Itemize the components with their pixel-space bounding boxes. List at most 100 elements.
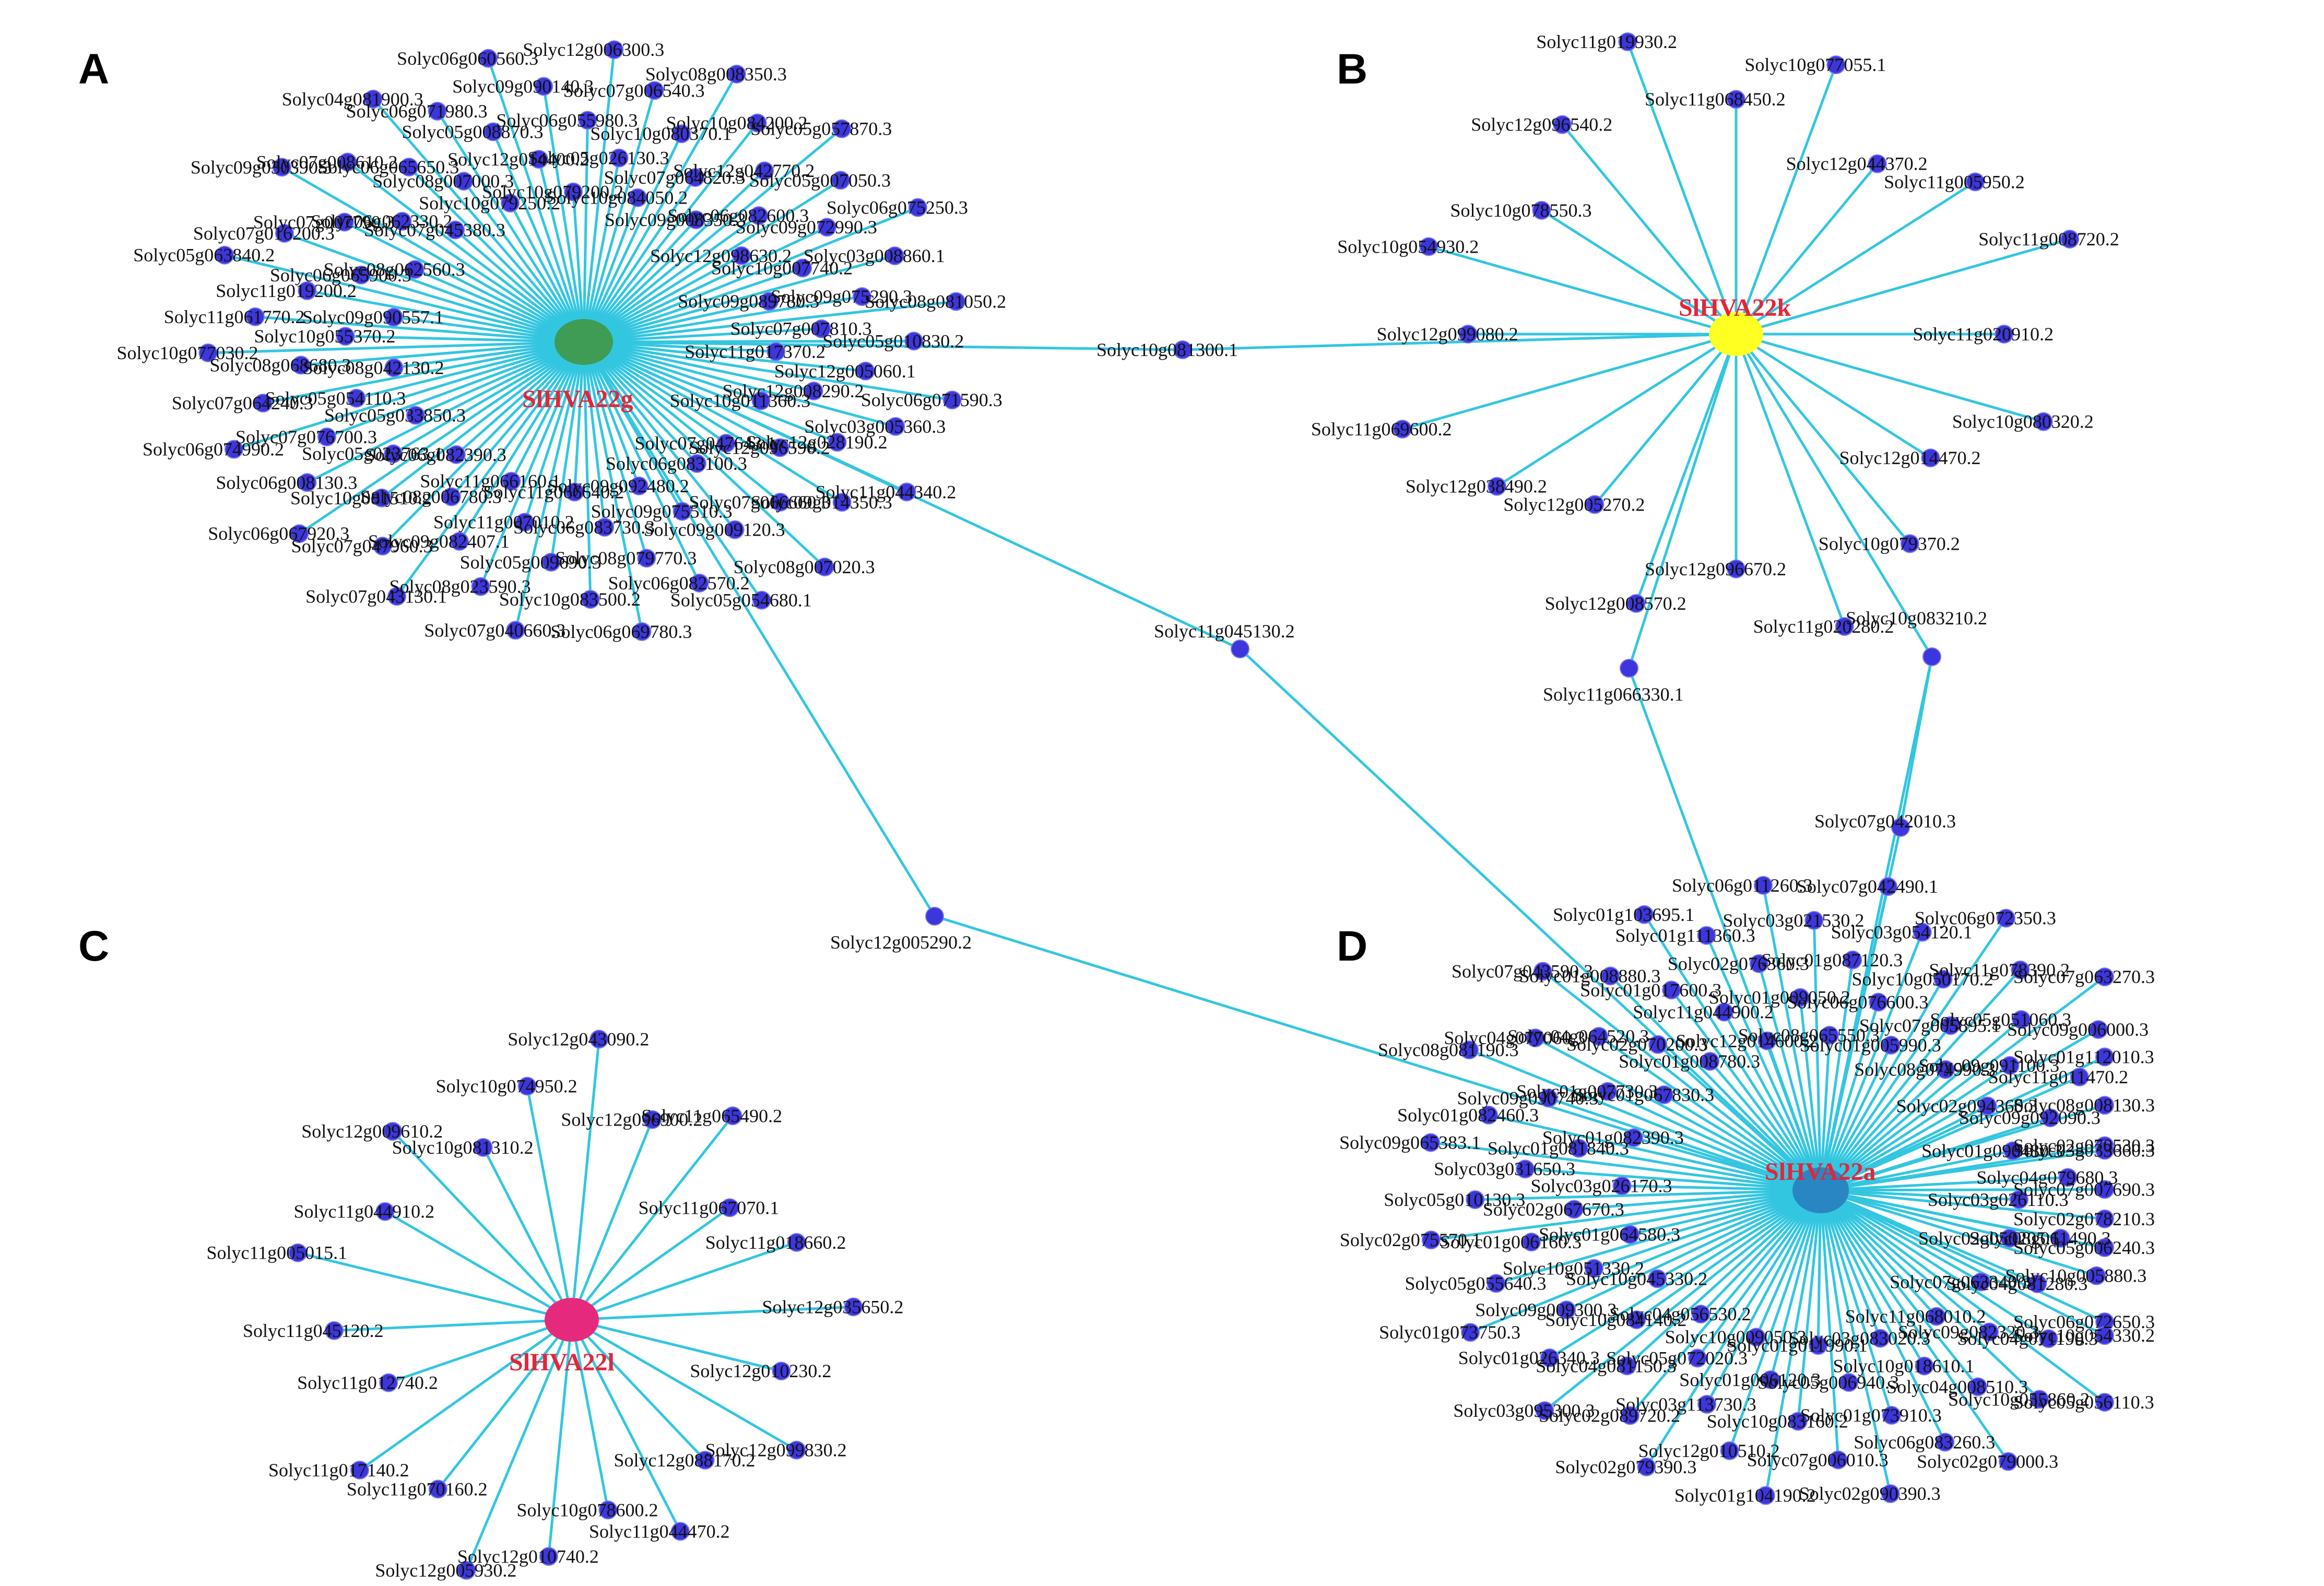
gene-label-solyc11g005950-2: Solyc11g005950.2 — [1884, 171, 2025, 192]
gene-node-solyc02g070200-3 — [1648, 1035, 1668, 1054]
gene-label-solyc02g070200-3: Solyc02g070200.3 — [1566, 1034, 1708, 1055]
connector-node-solyc12g005290-2 — [925, 907, 944, 926]
gene-node-solyc12g035650-2 — [844, 1297, 863, 1317]
gene-label-solyc03g026170-3: Solyc03g026170.3 — [1531, 1176, 1672, 1197]
connector-label-solyc11g045130-2: Solyc11g045130.2 — [1154, 621, 1295, 642]
edge-g-solyc05g054680-1 — [582, 341, 763, 601]
gene-node-solyc08g081190-3 — [1459, 1040, 1479, 1060]
gene-node-solyc10g083160-2 — [1788, 1412, 1808, 1431]
edge-l-solyc12g099830-2 — [571, 1318, 797, 1451]
edge-g-solyc06g060560-3 — [487, 58, 585, 342]
gene-label-solyc06g011260-3: Solyc06g011260.3 — [1672, 875, 1813, 896]
gene-label-solyc06g072350-3: Solyc06g072350.3 — [1915, 908, 2056, 929]
gene-label-solyc03g026110-3: Solyc03g026110.3 — [1928, 1189, 2069, 1210]
edge-g-solyc05g026130-3 — [582, 158, 621, 342]
gene-label-solyc05g006940-3: Solyc05g006940.3 — [1757, 1372, 1899, 1393]
gene-label-solyc10g011360-3: Solyc10g011360.3 — [670, 390, 811, 411]
gene-node-solyc05g063840-2 — [215, 245, 234, 265]
edge-g-solyc06g069780-3 — [582, 341, 643, 632]
gene-label-solyc03g021530-2: Solyc03g021530.2 — [1723, 910, 1864, 931]
gene-label-solyc02g076360-3: Solyc02g076360.3 — [1668, 953, 1809, 974]
gene-label-solyc08g081190-3: Solyc08g081190.3 — [1378, 1039, 1519, 1060]
edge-a-solyc03g054120-1 — [1819, 931, 1924, 1191]
edge-a-solyc01g011990-1 — [1816, 1190, 1822, 1346]
gene-label-solyc01g006160-3: Solyc01g006160.3 — [1440, 1232, 1582, 1252]
gene-label-solyc03g113730-3: Solyc03g113730.3 — [1615, 1394, 1756, 1415]
gene-node-solyc08g008130-3 — [2095, 1096, 2114, 1115]
edge-g-solyc12g008290-2 — [583, 340, 815, 393]
gene-node-solyc10g050170-2 — [1933, 969, 1953, 989]
gene-node-solyc12g014400-2 — [529, 150, 549, 169]
gene-node-solyc07g066660-3 — [771, 492, 790, 512]
network-nodes — [198, 32, 2114, 1580]
edge-a-solyc03g026170-3 — [1622, 1185, 1821, 1192]
gene-label-solyc02g078210-3: Solyc02g078210.3 — [2013, 1209, 2155, 1229]
gene-node-solyc08g081050-2 — [947, 292, 966, 311]
gene-node-solyc12g096540-2 — [1553, 115, 1572, 134]
gene-label-solyc11g044470-2: Solyc11g044470.2 — [589, 1521, 730, 1542]
edge-l-solyc10g081310-2 — [482, 1146, 573, 1321]
gene-label-solyc11g044910-2: Solyc11g044910.2 — [294, 1201, 435, 1222]
gene-node-solyc08g006780-3 — [442, 487, 461, 506]
gene-node-solyc09g075290-3 — [852, 287, 871, 306]
gene-label-solyc08g006780-3: Solyc08g006780.3 — [360, 486, 502, 507]
edge-a-solyc03g033660-3 — [1820, 1149, 2105, 1192]
edge-a-solyc09g082320-3 — [1820, 1189, 1990, 1333]
gene-label-solyc06g082600-3: Solyc06g082600.3 — [667, 205, 809, 226]
gene-label-solyc02g090390-3: Solyc02g090390.3 — [1799, 1483, 1941, 1504]
gene-label-solyc02g070530-3: Solyc02g070530.3 — [2013, 1135, 2155, 1156]
gene-label-solyc08g061490-3: Solyc08g061490.3 — [1969, 1228, 2111, 1249]
connector-node-solyc10g081300-1 — [1173, 340, 1192, 359]
edge-a-solyc10g045330-2 — [1656, 1189, 1822, 1280]
gene-label-solyc08g074990-3: Solyc08g074990.3 — [1854, 1059, 1996, 1080]
gene-label-solyc07g047960-3: Solyc07g047960.3 — [291, 536, 433, 557]
gene-node-solyc10g007740-2 — [793, 258, 812, 278]
gene-label-solyc10g054930-2: Solyc10g054930.2 — [1337, 236, 1479, 257]
gene-label-solyc05g010830-2: Solyc05g010830.2 — [822, 330, 964, 351]
gene-label-solyc07g045380-3: Solyc07g045380.3 — [364, 219, 505, 240]
gene-node-solyc10g045330-2 — [1648, 1269, 1667, 1288]
network-labels: Solyc06g083100.3Solyc09g009120.3Solyc05g… — [116, 31, 2155, 1581]
gene-label-solyc06g083730-3: Solyc06g083730.3 — [513, 517, 655, 538]
gene-node-solyc10g084200-2 — [748, 113, 767, 133]
edge-g-solyc07g066660-3 — [583, 341, 782, 503]
edge-a-solyc05g055640-3 — [1495, 1189, 1821, 1285]
gene-label-solyc09g009120-3: Solyc09g009120.3 — [644, 519, 785, 540]
gene-node-solyc10g055370-2 — [336, 327, 355, 346]
gene-label-solyc05g056110-3: Solyc05g056110.3 — [2013, 1392, 2154, 1413]
gene-label-solyc08g079770-3: Solyc08g079770.3 — [555, 548, 697, 569]
edge-a-solyc07g007690-3 — [1820, 1188, 2105, 1192]
gene-node-solyc06g082600-3 — [749, 206, 769, 226]
gene-label-solyc05g007050-3: Solyc05g007050.3 — [749, 170, 891, 191]
edge-a-solyc01g112010-3 — [1820, 1056, 2106, 1192]
gene-label-solyc11g020910-2: Solyc11g020910.2 — [1913, 324, 2054, 345]
edge-g-solyc05g063840-2 — [224, 254, 584, 344]
edge-k-solyc12g038490-2 — [1496, 333, 1737, 488]
gene-node-solyc05g033850-3 — [406, 406, 425, 425]
gene-label-solyc06g065900-3: Solyc06g065900.3 — [270, 265, 411, 286]
edge-a-solyc01g081840-3 — [1578, 1147, 1821, 1192]
gene-node-solyc06g008130-3 — [298, 473, 317, 492]
edge-a-solyc01g073750-3 — [1470, 1189, 1821, 1334]
gene-label-solyc02g094360-3: Solyc02g094360.3 — [1896, 1096, 2038, 1117]
edge-g-solyc06g062330-2 — [402, 220, 585, 344]
gene-label-solyc11g067070-1: Solyc11g067070.1 — [639, 1197, 780, 1218]
gene-node-solyc07g043130-1 — [387, 587, 407, 606]
edge-k-solyc12g096540-2 — [1561, 124, 1737, 335]
gene-label-solyc12g096900-2: Solyc12g096900.2 — [561, 1109, 702, 1130]
gene-label-solyc07g005895-1: Solyc07g005895.1 — [1859, 1015, 2001, 1036]
gene-node-solyc07g045380-3 — [446, 220, 465, 240]
edge-k-solyc10g079370-2 — [1735, 333, 1911, 545]
edge-g-solyc12g014400-2 — [537, 159, 585, 342]
gene-node-solyc11g068010-2 — [1927, 1307, 1946, 1326]
gene-node-solyc02g079390-3 — [1637, 1457, 1656, 1476]
edge-connector-solyc07g042010-3-link — [1899, 656, 1933, 828]
edge-g-solyc06g008130-3 — [306, 340, 585, 484]
hub-node-slhva22g — [555, 319, 613, 365]
gene-label-solyc07g066660-3: Solyc07g066660.3 — [689, 492, 830, 513]
gene-label-solyc10g009050-3: Solyc10g009050.3 — [1665, 1327, 1807, 1347]
gene-node-solyc07g006010-3 — [1828, 1450, 1848, 1470]
gene-label-solyc06g082570-2: Solyc06g082570.2 — [608, 573, 750, 594]
gene-label-solyc08g042130-2: Solyc08g042130.2 — [302, 357, 444, 378]
gene-label-solyc11g008720-2: Solyc11g008720.2 — [1978, 229, 2119, 250]
